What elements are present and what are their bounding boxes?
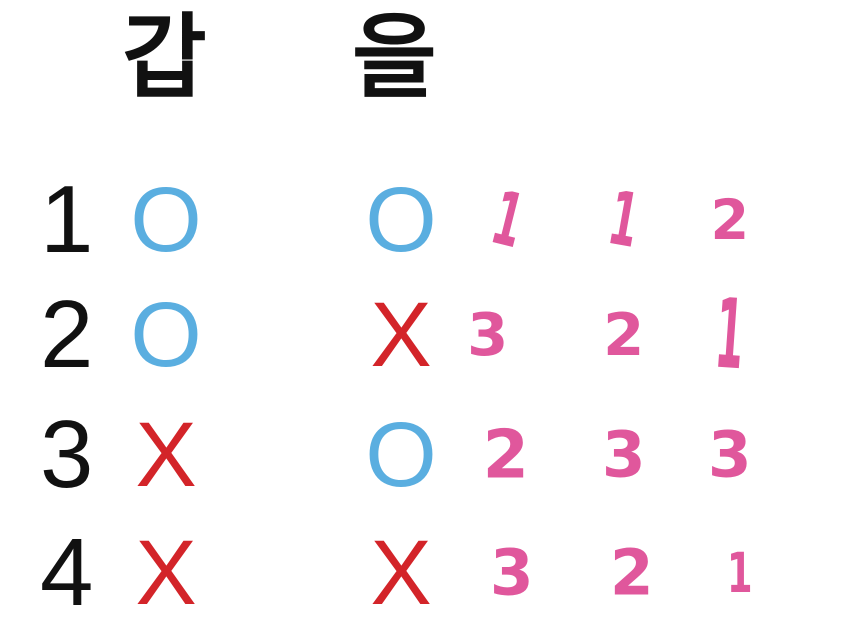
handwritten-mark: 2	[482, 416, 530, 494]
row-2: 2 O X 3 2 1	[0, 278, 848, 392]
gap-mark: O	[130, 284, 202, 386]
handwritten-mark: 3	[467, 300, 509, 370]
gap-mark: X	[135, 522, 197, 624]
handwritten-mark: 3	[708, 418, 752, 492]
eul-mark: O	[365, 404, 437, 506]
header-gap: 갑	[122, 4, 207, 111]
row-number: 1	[40, 166, 94, 273]
gap-mark: X	[135, 404, 197, 506]
handwritten-mark: 1	[483, 174, 533, 266]
handwritten-mark: 1	[711, 278, 749, 392]
gap-mark: O	[130, 169, 202, 271]
row-number: 3	[40, 401, 94, 508]
row-number: 4	[40, 519, 94, 626]
handwritten-mark: 2	[603, 300, 645, 370]
row-number: 2	[40, 281, 94, 388]
eul-mark: O	[365, 169, 437, 271]
handwritten-mark: 1	[602, 175, 646, 265]
handwritten-mark: 3	[490, 536, 534, 610]
row-1: 1 O O 1 1 2	[0, 165, 848, 275]
header-eul: 을	[352, 4, 437, 111]
eul-mark: X	[370, 284, 432, 386]
row-4: 4 X X 3 2 1	[0, 518, 848, 628]
handwritten-mark: 2	[710, 187, 750, 253]
eul-mark: X	[370, 522, 432, 624]
handwritten-mark: 3	[602, 418, 646, 492]
handwritten-mark: 2	[610, 536, 654, 610]
handwritten-mark: 1	[727, 540, 753, 606]
row-3: 3 X O 2 3 3	[0, 400, 848, 510]
